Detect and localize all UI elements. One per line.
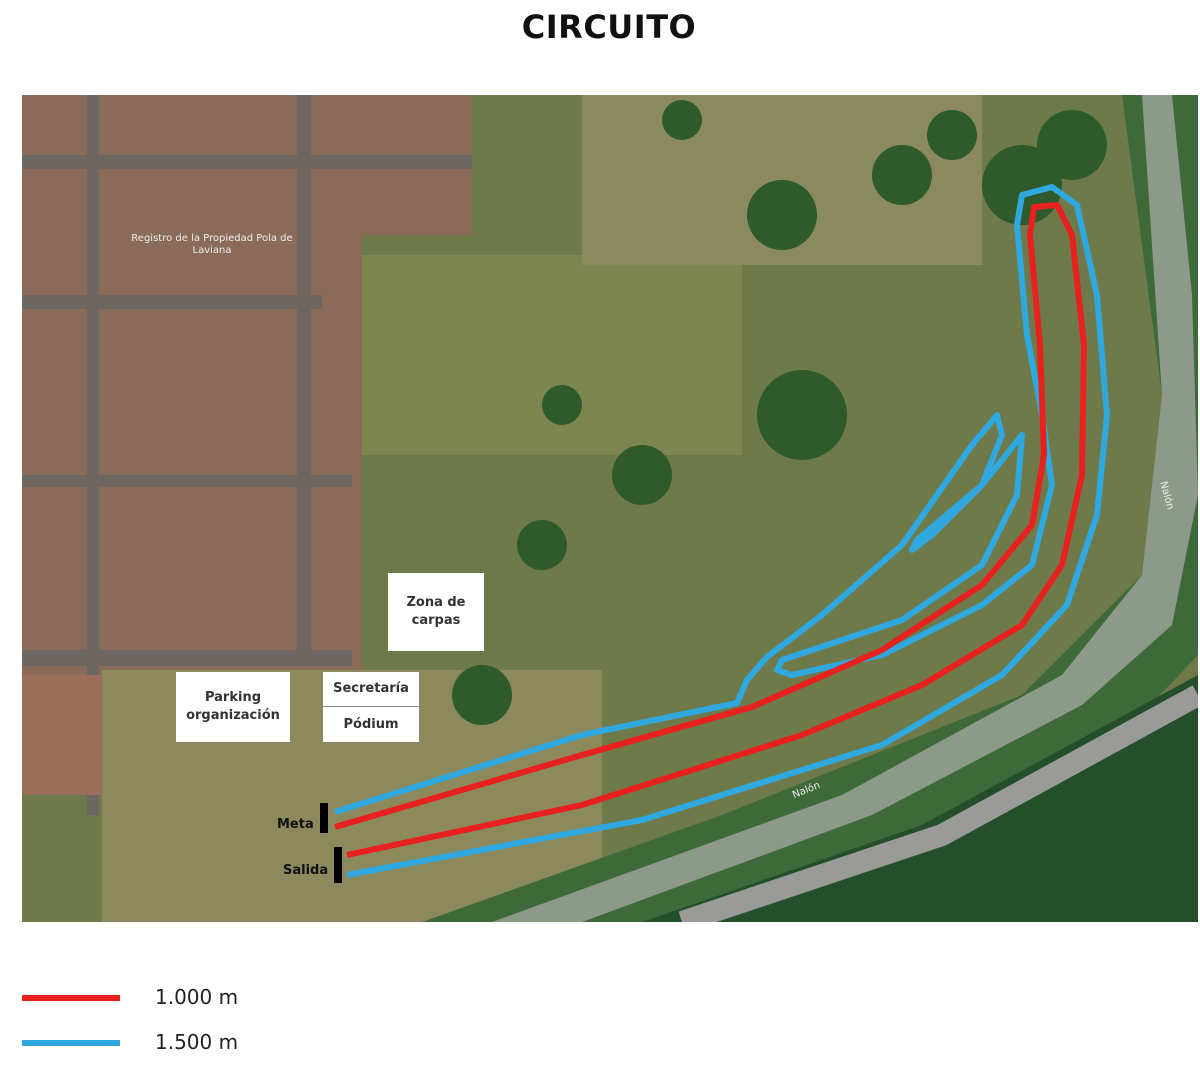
- salida-label: Salida: [283, 863, 329, 878]
- map-canvas: [22, 95, 1200, 933]
- podium-label: Pódium: [323, 707, 419, 742]
- legend-swatch-1500m: [22, 1040, 120, 1046]
- legend-swatch-1000m: [22, 995, 120, 1001]
- meta-label: Meta: [277, 817, 314, 832]
- zona-carpas-label: Zona de carpas: [388, 573, 484, 651]
- place-label: Registro de la Propiedad Pola de Laviana: [131, 233, 293, 256]
- start-line: [334, 847, 342, 883]
- route-1500m: [334, 184, 1110, 878]
- river: [492, 95, 1198, 922]
- route-1000m: [334, 202, 1087, 858]
- forest: [642, 675, 1198, 922]
- parking-label: Parking organización: [176, 672, 290, 742]
- secretaria-label: Secretaría: [323, 672, 419, 707]
- trees: [452, 100, 1107, 725]
- finish-line: [320, 803, 328, 833]
- legend-label-1500m: 1.500 m: [155, 1030, 239, 1054]
- aerial-map: Registro de la Propiedad Pola de Laviana…: [22, 95, 1200, 933]
- legend-label-1000m: 1.000 m: [155, 985, 239, 1009]
- page-title: CIRCUITO: [521, 8, 697, 46]
- streets: [22, 95, 472, 815]
- highway: [678, 685, 1200, 933]
